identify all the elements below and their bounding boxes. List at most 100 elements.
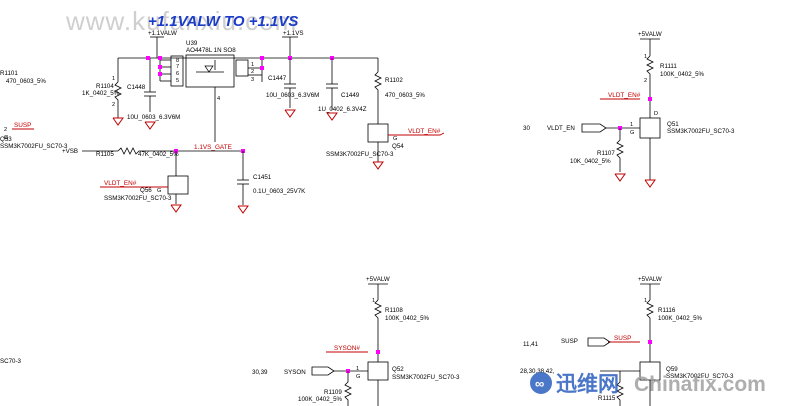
- q52-ref: Q52: [392, 366, 404, 373]
- svg-text:5: 5: [176, 78, 179, 84]
- r1102-val: 470_0603_5%: [385, 92, 425, 99]
- net-syson-hash: SYSON#: [334, 345, 360, 352]
- svg-text:G: G: [393, 136, 397, 142]
- r1116-val: 100K_0402_5%: [658, 315, 703, 322]
- net-gate: 1.1VS_GATE: [194, 144, 232, 151]
- r1107-ref: R1107: [597, 150, 615, 157]
- susp-port: [587, 337, 611, 347]
- watermark-site: www.kufanxiu.com: [65, 6, 297, 36]
- diagram-title: +1.1VALW TO +1.1VS: [148, 13, 298, 30]
- svg-text:8: 8: [176, 58, 179, 64]
- susp-label: SUSP: [561, 338, 578, 345]
- q54-transistor: [367, 123, 389, 143]
- vldt-en-label: VLDT_EN: [547, 125, 575, 132]
- r1115-ref: R1115: [598, 395, 616, 402]
- u39-ref: U39: [186, 40, 198, 47]
- q53-ref: Q53: [0, 136, 12, 143]
- chinafix-logo-icon: [530, 372, 552, 394]
- c1449-val: 1U_0402_6.3V4Z: [318, 106, 367, 113]
- r1111-val: 100K_0402_5%: [660, 71, 705, 78]
- svg-text:3: 3: [251, 77, 254, 83]
- svg-text:1: 1: [372, 298, 375, 304]
- q59-val: SSM3K7002FU_SC70-3: [666, 373, 734, 380]
- net-susp-right: SUSP: [614, 335, 631, 342]
- r1116-ref: R1116: [658, 307, 676, 314]
- r1109-ref: R1109: [324, 389, 342, 396]
- left-edge-val: SC70-3: [0, 358, 22, 365]
- q51-transistor: [639, 117, 661, 139]
- u39-val: AO4478L 1N SO8: [186, 47, 236, 54]
- r1104-val: 1K_0402_5%: [82, 90, 120, 97]
- q51-val: SSM3K7002FU_SC70-3: [667, 128, 735, 135]
- c1451-ref: C1451: [253, 174, 272, 181]
- svg-text:7: 7: [176, 64, 179, 70]
- vldt-en-port: [581, 123, 607, 133]
- rail-5v-mid-label: +5VALW: [366, 276, 390, 283]
- q56-val: SSM3K7002FU_SC70-3: [104, 195, 172, 202]
- net-vldt-en-hash-q54: VLDT_EN#: [408, 128, 441, 135]
- svg-text:G: G: [630, 130, 634, 136]
- rail-out-label: +1.1VS: [283, 30, 303, 37]
- c1449-ref: C1449: [341, 92, 360, 99]
- net-vldt-en-hash-q56: VLDT_EN#: [104, 180, 137, 187]
- net-susp-left: SUSP: [14, 122, 31, 129]
- svg-text:1: 1: [112, 76, 115, 82]
- q59-ref: Q59: [666, 366, 678, 373]
- suspb-page-ref: 28,30,38,42,: [520, 368, 555, 375]
- r1108-ref: R1108: [385, 307, 403, 314]
- r1109-val: 100K_0402_5%: [298, 396, 343, 403]
- svg-text:G: G: [157, 188, 161, 194]
- svg-text:4: 4: [217, 96, 220, 102]
- rail-vsb-label: +VSB: [62, 148, 78, 155]
- svg-text:2: 2: [4, 127, 7, 133]
- svg-text:1: 1: [644, 298, 647, 304]
- svg-text:G: G: [4, 135, 8, 141]
- svg-text:6: 6: [176, 71, 179, 77]
- u39-mosfet: [185, 54, 235, 88]
- svg-text:D: D: [654, 111, 658, 117]
- susp-page-ref: 11,41: [523, 341, 539, 348]
- q56-ref: Q56: [140, 187, 152, 194]
- q56-transistor: [167, 175, 189, 195]
- r1101-val: 470_0603_5%: [6, 78, 46, 85]
- r1102-ref: R1102: [385, 77, 403, 84]
- svg-text:1: 1: [644, 54, 647, 60]
- r1101-ref: R1101: [0, 70, 18, 77]
- svg-text:2: 2: [251, 69, 254, 75]
- r1105-ref: R1105: [96, 151, 114, 158]
- net-vldt-en-hash-right: VLDT_EN#: [608, 92, 641, 99]
- q52-transistor: [367, 361, 389, 381]
- r1107-val: 10K_0402_5%: [570, 158, 611, 165]
- c1448-val: 10U_0603_6.3V6M: [127, 114, 180, 121]
- q51-ref: Q51: [667, 121, 679, 128]
- syson-port: [311, 366, 335, 376]
- svg-text:1: 1: [251, 62, 254, 68]
- q53-val: SSM3K7002FU_SC70-3: [0, 143, 68, 150]
- c1447-ref: C1447: [268, 75, 287, 82]
- svg-text:G: G: [356, 374, 360, 380]
- r1104-ref: R1104: [96, 83, 114, 90]
- rail-5v-top-label: +5VALW: [638, 31, 662, 38]
- syson-label: SYSON: [284, 369, 306, 376]
- c1448-ref: C1448: [127, 84, 146, 91]
- r1105-val: 47K_0402_5%: [138, 151, 179, 158]
- svg-text:2: 2: [644, 78, 647, 84]
- r1108-val: 100K_0402_5%: [385, 315, 430, 322]
- vldt-en-page-ref: 30: [523, 125, 530, 132]
- c1451-val: 0.1U_0603_25V7K: [253, 188, 306, 195]
- svg-text:∞: ∞: [535, 376, 544, 391]
- syson-page-ref: 30,39: [252, 369, 268, 376]
- rail-5v-right-label: +5VALW: [638, 276, 662, 283]
- q54-ref: Q54: [392, 143, 404, 150]
- q52-val: SSM3K7002FU_SC70-3: [392, 374, 460, 381]
- watermark-cn: 迅维网: [556, 372, 619, 396]
- c1447-val: 10U_0603_6.3V6M: [266, 92, 319, 99]
- svg-text:2: 2: [112, 102, 115, 108]
- svg-text:1: 1: [356, 366, 359, 372]
- q54-val: SSM3K7002FU_SC70-3: [326, 151, 394, 158]
- watermark-chinafix: Chinafix.com: [634, 373, 766, 396]
- r1111-ref: R1111: [660, 63, 677, 70]
- rail-in-label: +1.1VALW: [148, 30, 177, 37]
- svg-text:1: 1: [630, 122, 633, 128]
